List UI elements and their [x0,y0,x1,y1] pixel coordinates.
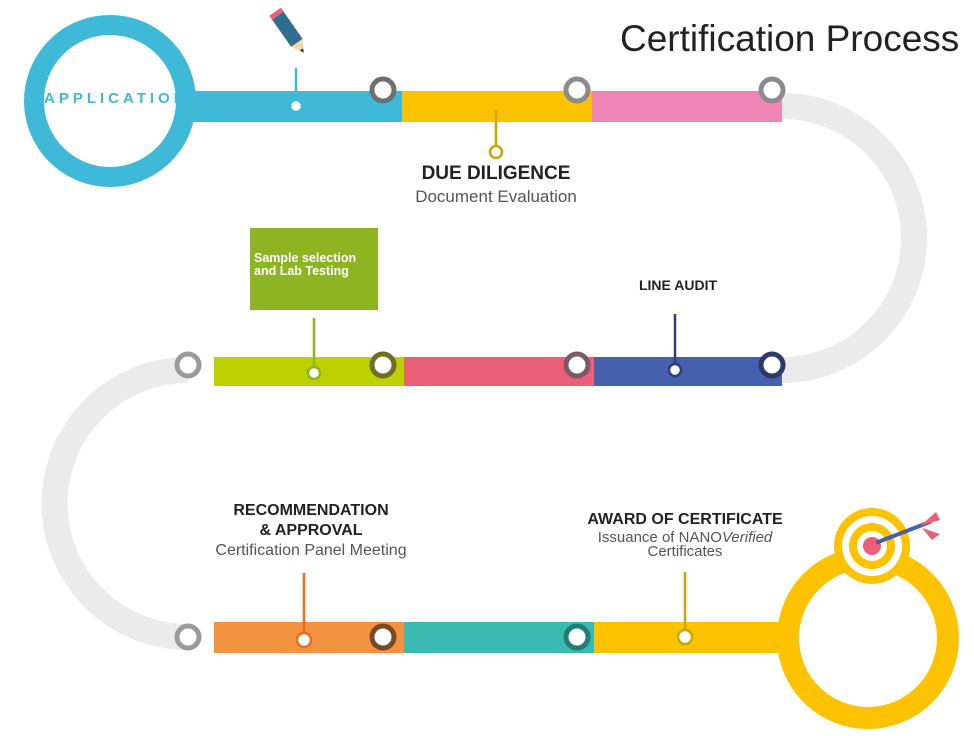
pencil-icon [269,7,304,53]
node [174,623,202,651]
segment-row3-teal [404,622,594,653]
segment-row2-red [404,357,594,386]
stage-award: AWARD OF CERTIFICATE Issuance of NANOVer… [587,511,782,559]
application-circle [24,15,196,187]
stage-heading: DUE DILIGENCE [421,163,571,184]
node [174,351,202,379]
node [563,76,591,104]
page-title: Certification Process [620,18,960,59]
stage-due-diligence: DUE DILIGENCE Document Evaluation [415,163,577,207]
stage-heading-line2: and Lab Testing [254,264,349,278]
dot-award [676,628,694,646]
stage-heading: AWARD OF CERTIFICATE [587,511,783,528]
node [758,76,786,104]
dart-icon [876,512,940,544]
stage-sample-selection: Sample selection and Lab Testing [254,252,356,278]
dot-due-diligence [488,144,504,160]
dot-sample [306,365,322,381]
track-left-curve [41,357,189,650]
sample-selection-box: Sample selection and Lab Testing [250,228,378,310]
application-label: APPLICATION [44,90,189,107]
stage-heading-line2: & APPROVAL [259,522,363,539]
stage-heading-line1: Sample selection [254,251,357,265]
subtitle-italic: Verified [721,529,773,546]
stage-subtitle: Document Evaluation [415,187,577,206]
segment-row1-pink [592,91,782,122]
node [563,351,591,379]
node [758,351,786,379]
track-nodes [174,76,786,651]
target-icon [834,508,910,584]
stage-recommendation: RECOMMENDATION & APPROVAL Certification … [215,502,406,560]
dot-application [288,98,304,114]
node [369,623,397,651]
dot-line-audit [667,362,683,378]
track-right-curve [781,93,927,383]
subtitle-prefix: Issuance of NANO [597,529,722,546]
dot-recommendation [295,631,313,649]
segment-award [594,622,794,653]
stage-heading-line1: RECOMMENDATION [233,502,389,519]
node [563,623,591,651]
stage-subtitle: Issuance of NANOVerified [587,529,782,546]
stage-subtitle: Certification Panel Meeting [215,542,407,559]
stage-line-audit: LINE AUDIT [638,277,718,293]
subtitle-line2: Certificates [647,543,723,560]
node [369,351,397,379]
node [369,76,397,104]
segment-line-audit [594,357,782,386]
